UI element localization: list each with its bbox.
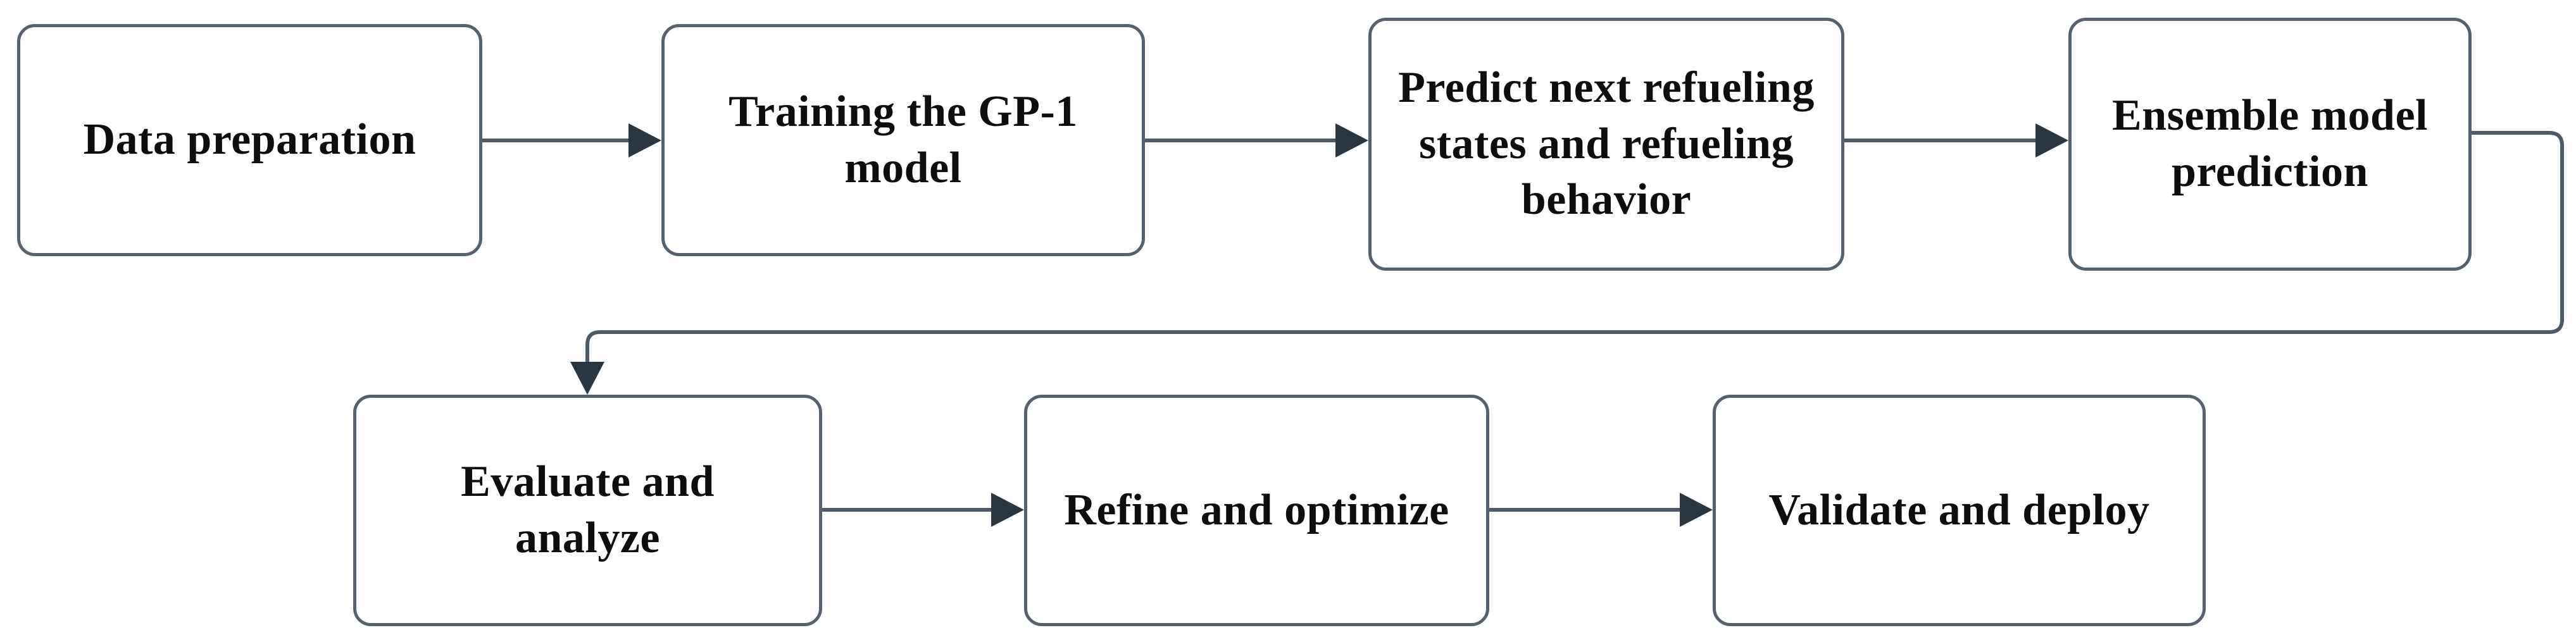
- arrowhead-icon: [1335, 123, 1368, 157]
- arrowhead-icon: [2035, 123, 2068, 157]
- flow-node-predict-refueling: Predict next refueling states and refuel…: [1368, 18, 1844, 271]
- node-label-data-preparation: Data preparation: [83, 115, 416, 164]
- node-label-training-gp1-model: Training the GP-1 model: [728, 87, 1078, 192]
- node-label-evaluate-analyze: Evaluate and analyze: [461, 457, 715, 562]
- arrowhead-icon: [570, 362, 604, 395]
- flow-node-refine-optimize: Refine and optimize: [1024, 395, 1489, 626]
- flow-node-ensemble-prediction: Ensemble model prediction: [2068, 18, 2472, 271]
- flow-node-data-preparation: Data preparation: [17, 24, 482, 256]
- node-label-validate-deploy: Validate and deploy: [1768, 485, 2150, 534]
- arrowhead-icon: [991, 493, 1024, 527]
- node-label-ensemble-prediction: Ensemble model prediction: [2112, 91, 2428, 196]
- arrowhead-icon: [1680, 493, 1713, 527]
- node-label-refine-optimize: Refine and optimize: [1064, 485, 1449, 534]
- arrowhead-icon: [628, 123, 661, 157]
- flow-node-evaluate-analyze: Evaluate and analyze: [353, 395, 822, 626]
- flow-node-validate-deploy: Validate and deploy: [1713, 395, 2206, 626]
- flow-node-training-gp1-model: Training the GP-1 model: [661, 24, 1145, 256]
- node-label-predict-refueling: Predict next refueling states and refuel…: [1398, 63, 1815, 225]
